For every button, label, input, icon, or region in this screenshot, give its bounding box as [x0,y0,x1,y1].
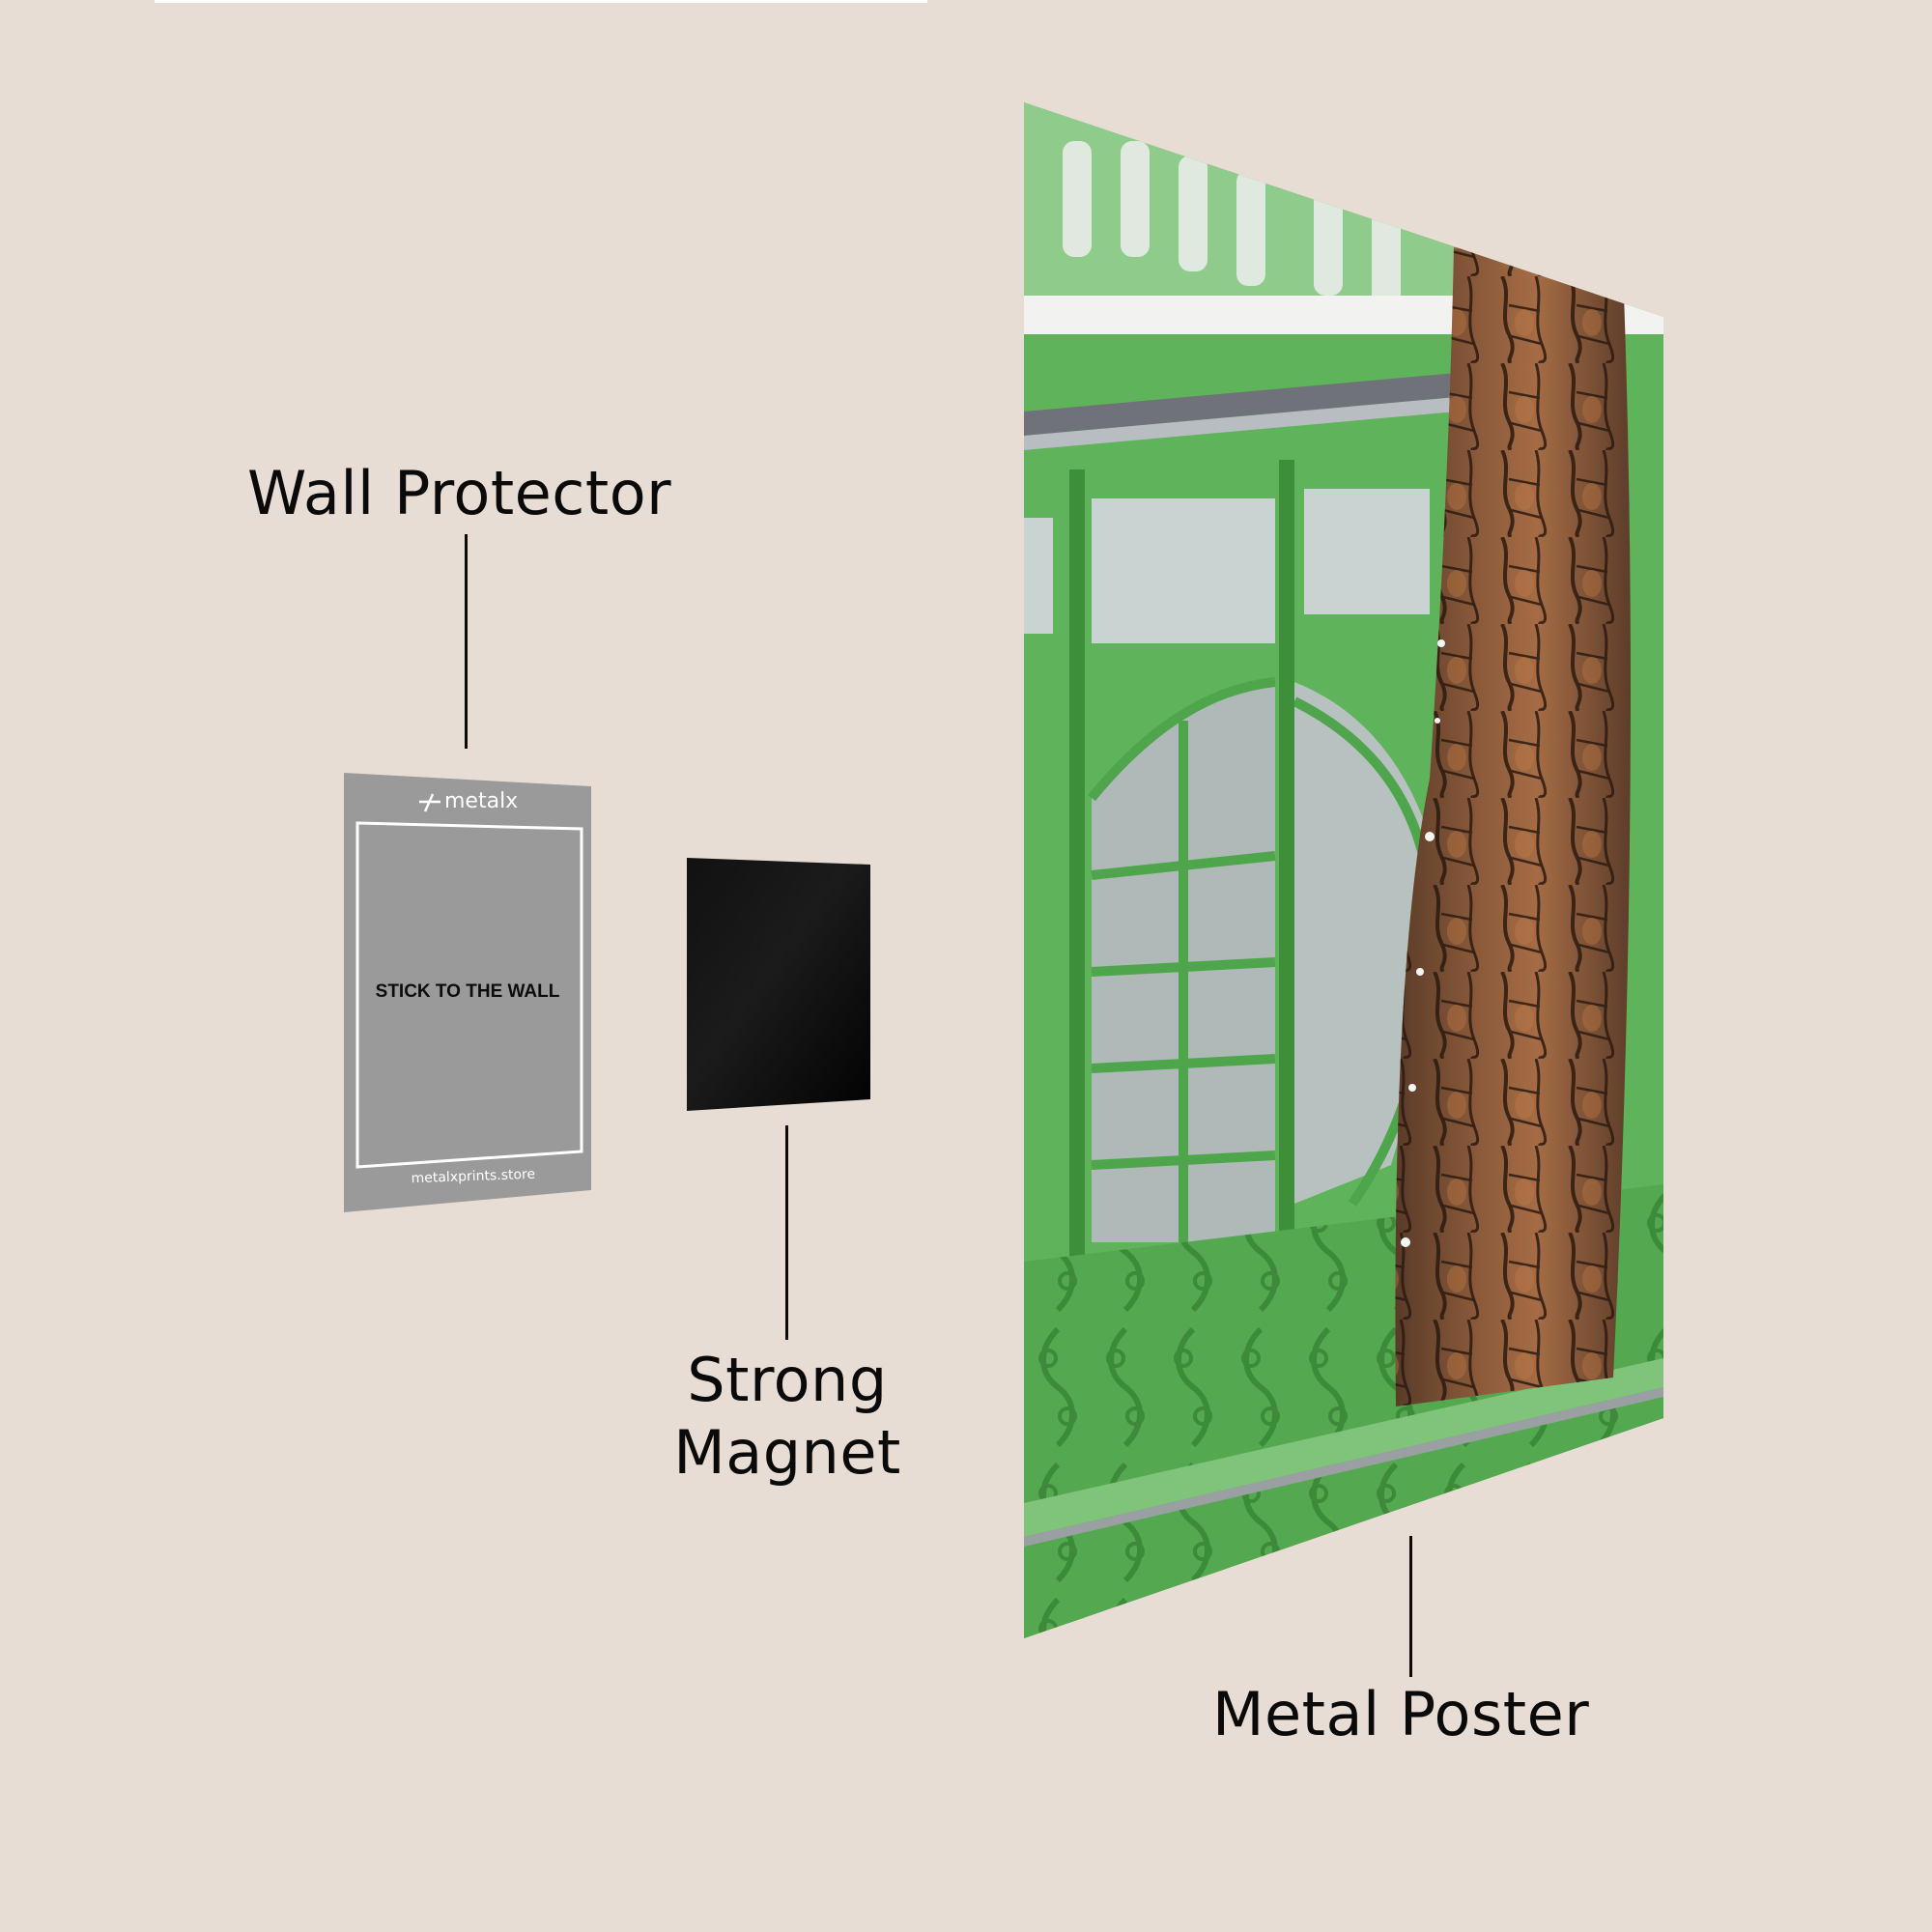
strong-magnet-label-line2: Magnet [673,1417,901,1489]
metal-poster [1024,102,1663,1638]
wall-protector-connector-line [465,534,468,749]
stick-to-wall-text: STICK TO THE WALL [376,981,560,1002]
magnet-plate [687,858,870,1111]
metal-poster-label: Metal Poster [1212,1679,1590,1749]
top-edge-strip [155,0,927,3]
metalx-logo-icon [419,793,440,812]
magnet-connector-line [785,1125,788,1340]
website-text: metalxprints.store [411,1167,535,1186]
brand-logo-text: metalx [444,789,518,813]
metal-poster-connector-line [1409,1536,1412,1677]
strong-magnet-label: Strong Magnet [667,1349,908,1484]
wall-protector-label: Wall Protector [247,458,672,528]
wall-protector-sheet: metalx STICK TO THE WALL metalxprints.st… [344,773,591,1212]
strong-magnet-label-line1: Strong [687,1345,888,1415]
